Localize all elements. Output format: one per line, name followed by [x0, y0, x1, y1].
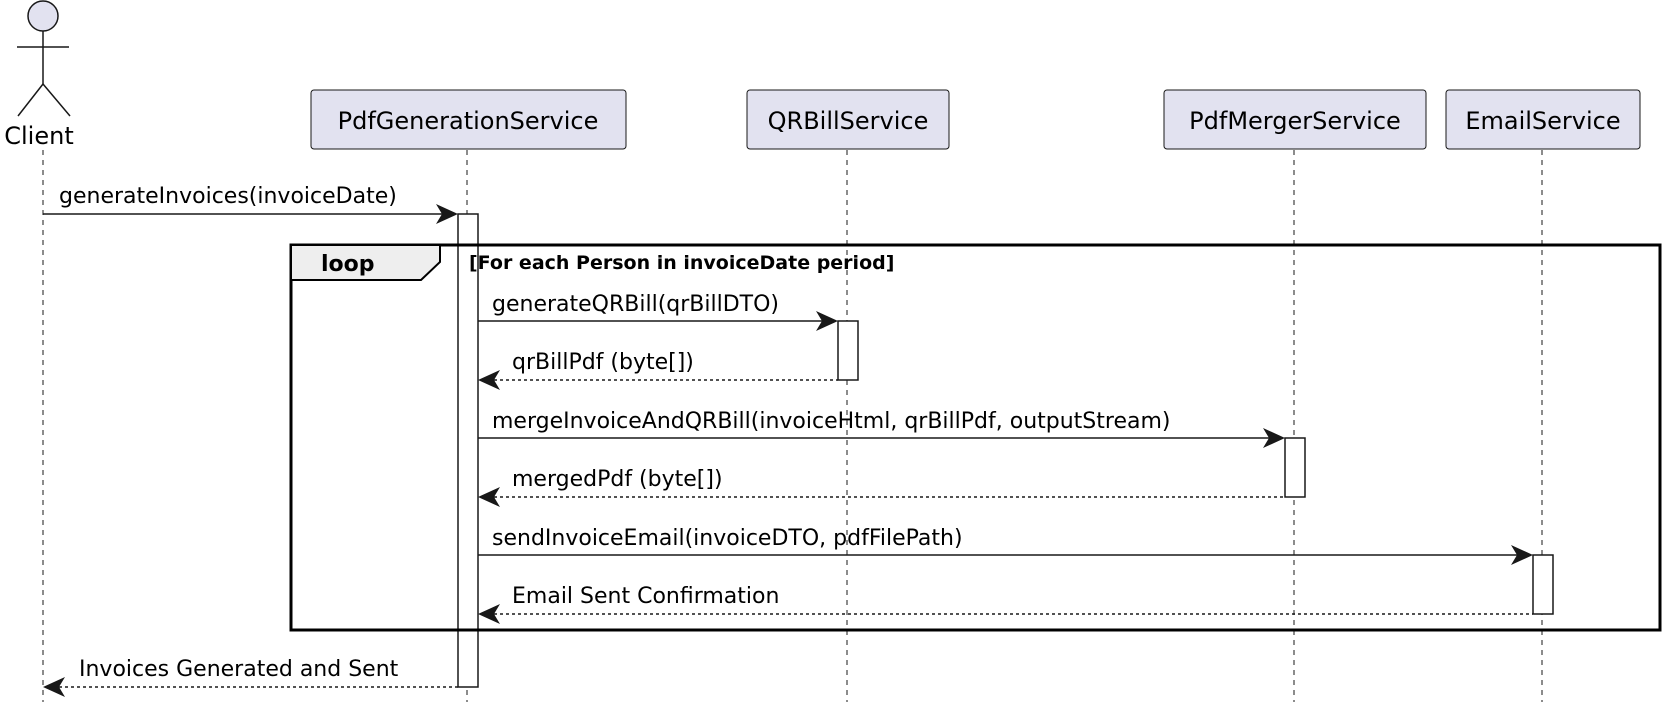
participant-box — [1163, 89, 1427, 150]
message-send-invoice-email: sendInvoiceEmail(invoiceDTO, pdfFilePath… — [478, 526, 1533, 565]
loop-frame-tab — [290, 244, 441, 281]
message-invoices-generated-and-sent: Invoices Generated and Sent — [43, 657, 458, 697]
participant-label: EmailService — [1465, 107, 1620, 135]
message-label: Email Sent Confirmation — [512, 584, 779, 609]
participant-qrbill-service: QRBillService — [746, 89, 950, 150]
message-label: generateInvoices(invoiceDate) — [59, 184, 397, 209]
message-label: sendInvoiceEmail(invoiceDTO, pdfFilePath… — [492, 526, 963, 551]
arrowhead-icon — [436, 204, 458, 224]
actor-left-leg — [17, 83, 44, 117]
message-generate-qrbill: generateQRBill(qrBillDTO) — [478, 292, 838, 331]
arrowhead-icon — [478, 604, 500, 624]
arrowhead-icon — [478, 487, 500, 507]
loop-frame-border — [289, 243, 1662, 632]
participant-box — [1445, 89, 1641, 150]
message-label: mergeInvoiceAndQRBill(invoiceHtml, qrBil… — [492, 409, 1170, 434]
actor-label: Client — [4, 122, 73, 150]
participant-email-service: EmailService — [1445, 89, 1641, 150]
activation-qrbill-service — [837, 320, 859, 381]
actor-client: Client — [4, 0, 74, 150]
participant-box — [310, 89, 627, 150]
activation-pdf-merger-service — [1284, 437, 1306, 498]
loop-guard: [For each Person in invoiceDate period] — [469, 252, 894, 274]
arrowhead-icon — [816, 311, 838, 331]
arrowhead-icon — [1511, 545, 1533, 565]
participant-label: PdfGenerationService — [338, 107, 599, 135]
actor-head-icon — [27, 0, 59, 32]
participant-pdf-merger-service: PdfMergerService — [1163, 89, 1427, 150]
message-label: Invoices Generated and Sent — [79, 657, 399, 682]
message-label: qrBillPdf (byte[]) — [512, 350, 694, 375]
loop-label: loop — [321, 252, 375, 277]
participant-pdf-generation-service: PdfGenerationService — [310, 89, 627, 150]
activation-email-service — [1532, 554, 1554, 615]
participant-box — [746, 89, 950, 150]
loop-frame: loop [For each Person in invoiceDate per… — [289, 243, 1662, 632]
message-email-sent-confirmation: Email Sent Confirmation — [478, 584, 1533, 624]
arrowhead-icon — [478, 370, 500, 390]
actor-right-leg — [42, 83, 71, 117]
activation-pdf-generation-service — [457, 213, 479, 688]
arrowhead-icon — [43, 677, 65, 697]
message-label: mergedPdf (byte[]) — [512, 467, 723, 492]
participant-label: PdfMergerService — [1189, 107, 1401, 135]
message-generate-invoices: generateInvoices(invoiceDate) — [43, 184, 458, 224]
message-merge-invoice-and-qrbill: mergeInvoiceAndQRBill(invoiceHtml, qrBil… — [478, 409, 1285, 448]
message-merged-pdf-return: mergedPdf (byte[]) — [478, 467, 1285, 507]
participant-label: QRBillService — [768, 107, 929, 135]
arrowhead-icon — [1263, 428, 1285, 448]
message-qrbill-pdf-return: qrBillPdf (byte[]) — [478, 350, 838, 390]
message-label: generateQRBill(qrBillDTO) — [492, 292, 779, 317]
